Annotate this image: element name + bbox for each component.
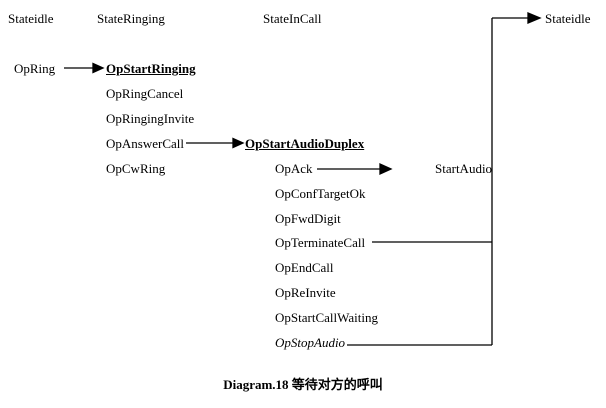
label-startaudio: StartAudio <box>435 161 493 176</box>
label-opringinginvite: OpRingingInvite <box>106 111 195 126</box>
label-opringcancel: OpRingCancel <box>106 86 184 101</box>
label-opack: OpAck <box>275 161 313 176</box>
arrow-opring-to-opstartringing-head <box>92 62 105 74</box>
header-stateringing: StateRinging <box>97 11 165 26</box>
header-stateidle-left: Stateidle <box>8 11 54 26</box>
label-opstartcallwaiting: OpStartCallWaiting <box>275 310 378 325</box>
label-opreinvite: OpReInvite <box>275 285 336 300</box>
label-opstopaudio: OpStopAudio <box>275 335 346 350</box>
label-opcwring: OpCwRing <box>106 161 166 176</box>
label-opring: OpRing <box>14 61 56 76</box>
label-opfwddigit: OpFwdDigit <box>275 211 341 226</box>
label-opanswercall: OpAnswerCall <box>106 136 184 151</box>
header-stateidle-right: Stateidle <box>545 11 591 26</box>
label-opstartringing: OpStartRinging <box>106 61 196 76</box>
label-opstartaudioduplex: OpStartAudioDuplex <box>245 136 365 151</box>
header-stateincall: StateInCall <box>263 11 322 26</box>
arrow-opack-to-startaudio-head <box>379 162 393 176</box>
arrow-bus-to-stateidle-head <box>527 12 542 24</box>
arrow-opanswercall-to-opstartaudioduplex-head <box>232 137 245 149</box>
label-opterminatecall: OpTerminateCall <box>275 235 366 250</box>
label-opconftargetok: OpConfTargetOk <box>275 186 366 201</box>
label-opendcall: OpEndCall <box>275 260 334 275</box>
diagram-caption: Diagram.18 等待对方的呼叫 <box>223 377 383 392</box>
